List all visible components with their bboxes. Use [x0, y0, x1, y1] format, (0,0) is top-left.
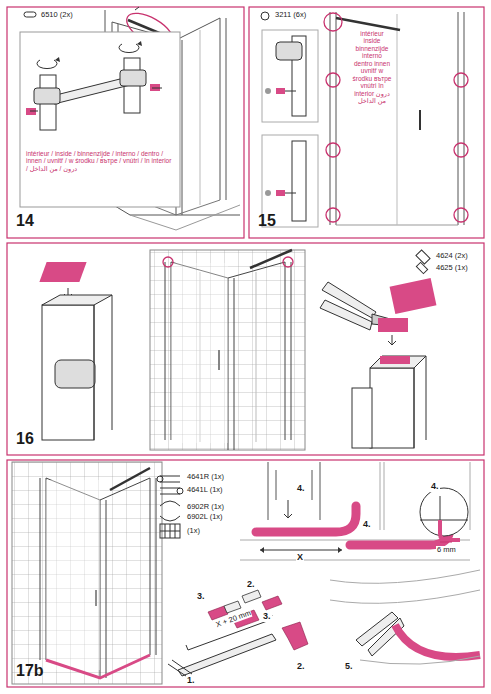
- dimension: X: [296, 553, 304, 563]
- callout-number: 4.: [430, 482, 440, 492]
- step-number: 14: [16, 212, 34, 230]
- step-number: 16: [16, 430, 34, 448]
- orientation-note: intérieur / inside / binnenzijde / inter…: [26, 150, 174, 172]
- part-number: 4624 (2x): [435, 252, 469, 260]
- callout-number: 1.: [186, 676, 196, 686]
- callout-number: 4.: [296, 484, 306, 494]
- callout-number: 3.: [262, 612, 272, 622]
- part-number: 4641R (1x): [186, 473, 225, 481]
- part-number: 6902R (1x): [186, 503, 225, 511]
- callout-number: 3.: [196, 592, 206, 602]
- callout-number: 2.: [296, 662, 306, 672]
- callout-number: 5.: [344, 662, 354, 672]
- callout-number: 4.: [362, 520, 372, 530]
- part-number: 4641L (1x): [186, 486, 224, 494]
- part-number: 3211 (6x): [274, 11, 307, 19]
- step-number: 15: [258, 212, 276, 230]
- dimension: 6 mm: [436, 546, 457, 554]
- callout-number: 2.: [246, 580, 256, 590]
- step-number: 17b: [16, 662, 44, 680]
- part-number: 4625 (1x): [435, 264, 469, 272]
- part-number: 6902L (1x): [186, 513, 224, 521]
- orientation-note: intérieur inside binnenzijde interno den…: [352, 30, 392, 105]
- part-number: 6510 (2x): [40, 11, 74, 19]
- part-number: (1x): [186, 527, 201, 535]
